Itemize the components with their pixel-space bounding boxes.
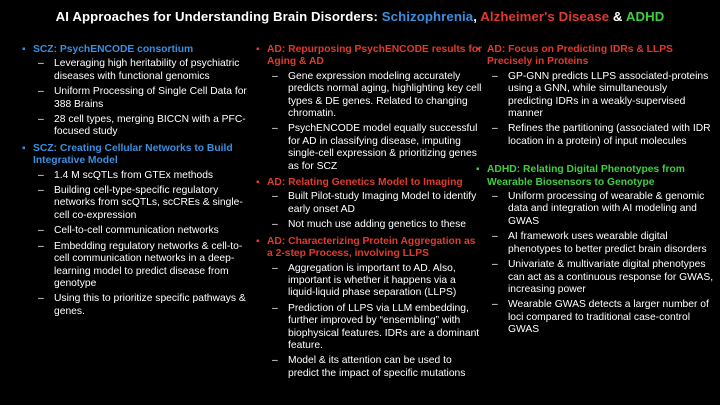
- section-ad: AD: Characterizing Protein Aggregation a…: [256, 236, 484, 380]
- bullet-item: Uniform Processing of Single Cell Data f…: [22, 86, 250, 111]
- column-middle: AD: Repurposing PsychENCODE results for …: [256, 44, 484, 383]
- section-adhd: ADHD: Relating Digital Phenotypes from W…: [476, 164, 714, 336]
- bullet-item: GP-GNN predicts LLPS associated-proteins…: [476, 71, 714, 121]
- title-adhd: ADHD: [625, 9, 665, 24]
- bullet-item: Leveraging high heritability of psychiat…: [22, 58, 250, 83]
- section-ad: AD: Relating Genetics Model to ImagingBu…: [256, 177, 484, 232]
- bullet-list: 1.4 M scQTLs from GTEx methodsBuilding c…: [22, 170, 250, 318]
- bullet-item: Using this to prioritize specific pathwa…: [22, 293, 250, 318]
- bullet-item: AI framework uses wearable digital pheno…: [476, 231, 714, 256]
- bullet-item: Uniform processing of wearable & genomic…: [476, 191, 714, 228]
- section-heading: SCZ: Creating Cellular Networks to Build…: [22, 143, 250, 168]
- bullet-item: Aggregation is important to AD. Also, im…: [256, 263, 484, 300]
- bullet-item: Not much use adding genetics to these: [256, 219, 484, 232]
- section-ad: AD: Repurposing PsychENCODE results for …: [256, 44, 484, 173]
- bullet-item: PsychENCODE model equally successful for…: [256, 123, 484, 173]
- section-scz: SCZ: Creating Cellular Networks to Build…: [22, 143, 250, 318]
- section-heading: AD: Focus on Predicting IDRs & LLPS Prec…: [476, 44, 714, 69]
- section-ad: AD: Focus on Predicting IDRs & LLPS Prec…: [476, 44, 714, 148]
- section-heading: AD: Repurposing PsychENCODE results for …: [256, 44, 484, 69]
- bullet-list: GP-GNN predicts LLPS associated-proteins…: [476, 71, 714, 148]
- bullet-list: Aggregation is important to AD. Also, im…: [256, 263, 484, 381]
- bullet-item: Model & its attention can be used to pre…: [256, 355, 484, 380]
- bullet-list: Uniform processing of wearable & genomic…: [476, 191, 714, 336]
- bullet-item: Wearable GWAS detects a larger number of…: [476, 299, 714, 336]
- bullet-item: Gene expression modeling accurately pred…: [256, 71, 484, 121]
- section-heading: ADHD: Relating Digital Phenotypes from W…: [476, 164, 714, 189]
- bullet-item: Prediction of LLPS via LLM embedding, fu…: [256, 303, 484, 353]
- title-prefix: AI Approaches for Understanding Brain Di…: [55, 9, 382, 24]
- bullet-item: Cell-to-cell communication networks: [22, 225, 250, 238]
- bullet-item: 28 cell types, merging BICCN with a PFC-…: [22, 114, 250, 139]
- bullet-list: Built Pilot-study Imaging Model to ident…: [256, 191, 484, 232]
- title-sep-1: ,: [473, 9, 481, 24]
- bullet-item: 1.4 M scQTLs from GTEx methods: [22, 170, 250, 183]
- bullet-list: Gene expression modeling accurately pred…: [256, 71, 484, 173]
- bullet-item: Refines the partitioning (associated wit…: [476, 123, 714, 148]
- bullet-item: Building cell-type-specific regulatory n…: [22, 185, 250, 222]
- section-heading: AD: Characterizing Protein Aggregation a…: [256, 236, 484, 261]
- column-left: SCZ: PsychENCODE consortiumLeveraging hi…: [22, 44, 250, 321]
- title-scz: Schizophrenia: [381, 9, 474, 24]
- section-heading: AD: Relating Genetics Model to Imaging: [256, 177, 484, 190]
- bullet-item: Univariate & multivariate digital phenot…: [476, 259, 714, 296]
- title-sep-2: &: [609, 9, 626, 24]
- bullet-list: Leveraging high heritability of psychiat…: [22, 58, 250, 138]
- section-heading: SCZ: PsychENCODE consortium: [22, 44, 250, 57]
- slide-title: AI Approaches for Understanding Brain Di…: [0, 9, 720, 24]
- bullet-item: Built Pilot-study Imaging Model to ident…: [256, 191, 484, 216]
- bullet-item: Embedding regulatory networks & cell-to-…: [22, 241, 250, 291]
- title-ad: Alzheimer's Disease: [480, 9, 610, 24]
- column-right: AD: Focus on Predicting IDRs & LLPS Prec…: [476, 44, 714, 340]
- section-scz: SCZ: PsychENCODE consortiumLeveraging hi…: [22, 44, 250, 139]
